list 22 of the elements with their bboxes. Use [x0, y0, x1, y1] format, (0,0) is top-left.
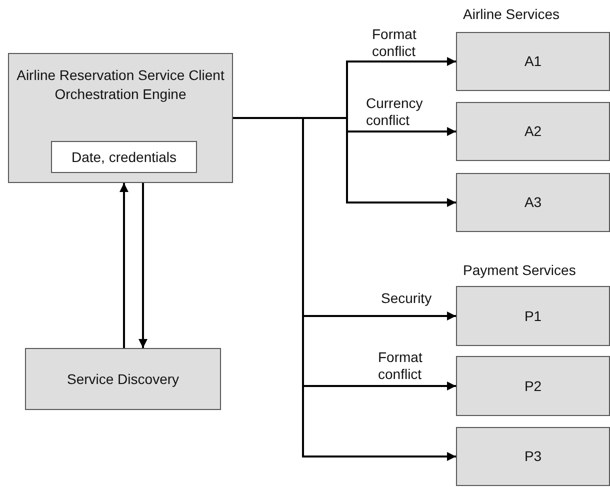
node-label: P3 [523, 447, 543, 466]
node-label: Service Discovery [66, 370, 180, 388]
service-box [456, 427, 610, 486]
service-box [456, 286, 610, 346]
node-label: P2 [523, 376, 543, 396]
arrow [138, 183, 148, 348]
group-heading: Airline Services [463, 6, 560, 22]
node-label: A2 [523, 122, 543, 141]
service-box [456, 32, 610, 91]
node-label: Date, credentials [70, 148, 178, 166]
engine-box [8, 53, 233, 183]
node-label: A3 [523, 193, 543, 212]
arrow [120, 183, 128, 348]
group-heading: Payment Services [463, 262, 576, 278]
node-label: A1 [523, 52, 543, 71]
service-box [25, 348, 221, 410]
service-box [456, 356, 610, 416]
service-box [456, 173, 610, 232]
node-label: P1 [523, 306, 543, 326]
data-box [51, 141, 197, 173]
service-box [456, 102, 610, 161]
node-label: Airline Reservation Service Client Orchestration Engine [16, 66, 226, 104]
